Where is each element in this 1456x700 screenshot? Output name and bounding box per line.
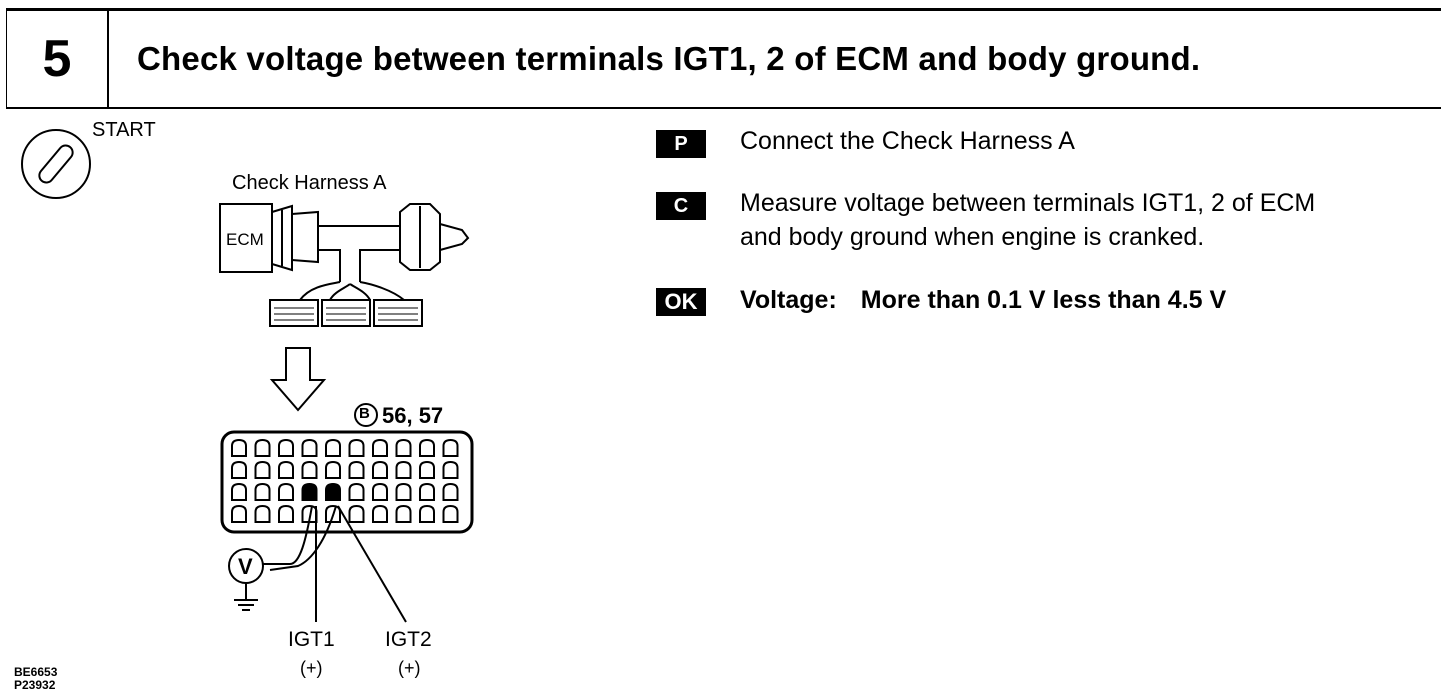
igt2-pin bbox=[325, 482, 341, 501]
ecm-connector bbox=[220, 430, 474, 534]
igt1-pin bbox=[301, 482, 318, 501]
connector-pin bbox=[372, 460, 388, 479]
connector-ref: 56, 57 bbox=[382, 403, 444, 428]
connector-pin bbox=[231, 438, 247, 457]
connector-pin bbox=[278, 438, 294, 457]
connector-pin bbox=[231, 482, 247, 501]
connector-pin bbox=[254, 460, 271, 479]
igt2-label: IGT2 bbox=[385, 628, 432, 651]
down-arrow bbox=[269, 347, 327, 412]
figure-code-2: P23932 bbox=[14, 678, 56, 692]
connector-ref-symbol: B bbox=[359, 405, 370, 422]
connector-pin bbox=[231, 504, 247, 523]
ok-value: More than 0.1 V less than 4.5 V bbox=[860, 286, 1227, 314]
connector-pin bbox=[254, 504, 271, 523]
connector-pin bbox=[278, 482, 294, 501]
check-harness-a bbox=[219, 203, 470, 327]
voltmeter-symbol: V bbox=[238, 554, 253, 579]
connector-pin bbox=[348, 460, 365, 479]
instruction-prepare-text: Connect the Check Harness A bbox=[740, 127, 1075, 155]
badge-ok: OK bbox=[656, 288, 706, 316]
connector-pin bbox=[278, 504, 294, 523]
connector-pin bbox=[419, 438, 435, 457]
connector-pin bbox=[254, 482, 271, 501]
connector-ref-circle bbox=[354, 403, 378, 427]
connector-pin bbox=[325, 460, 341, 479]
connector-pin bbox=[372, 482, 388, 501]
connector-pin bbox=[419, 482, 435, 501]
harness-terminal-blocks bbox=[274, 307, 418, 321]
igt1-label: IGT1 bbox=[288, 628, 335, 651]
instruction-check-line1: Measure voltage between terminals IGT1, … bbox=[740, 189, 1316, 217]
connector-pin bbox=[301, 460, 318, 479]
step-title: Check voltage between terminals IGT1, 2 … bbox=[137, 40, 1201, 77]
step-number-box: 5 bbox=[7, 11, 109, 107]
connector-pin bbox=[301, 438, 318, 457]
connector-pin bbox=[348, 438, 365, 457]
instruction-check-line2: and body ground when engine is cranked. bbox=[740, 223, 1205, 251]
ground-symbol bbox=[234, 583, 258, 611]
connector-pin bbox=[231, 460, 247, 479]
start-symbol bbox=[21, 129, 91, 199]
connector-pin bbox=[348, 504, 365, 523]
start-label: START bbox=[92, 119, 156, 141]
figure-code-1: BE6653 bbox=[14, 665, 58, 679]
connector-pin bbox=[395, 438, 412, 457]
ecm-label: ECM bbox=[226, 230, 264, 249]
igt2-polarity: (+) bbox=[398, 658, 421, 678]
connector-pin bbox=[395, 460, 412, 479]
connector-pin bbox=[442, 504, 459, 523]
connector-pin bbox=[278, 460, 294, 479]
probe-wires bbox=[262, 505, 407, 623]
step-header: 5 Check voltage between terminals IGT1, … bbox=[6, 8, 1441, 109]
connector-pin bbox=[442, 460, 459, 479]
connector-pin bbox=[372, 438, 388, 457]
connector-pin bbox=[442, 482, 459, 501]
igt1-polarity: (+) bbox=[300, 658, 323, 678]
step-number: 5 bbox=[42, 30, 72, 88]
connector-pin bbox=[325, 438, 341, 457]
connector-pin bbox=[372, 504, 388, 523]
ok-label: Voltage: bbox=[740, 286, 837, 314]
connector-pin bbox=[395, 504, 412, 523]
connector-pin bbox=[442, 438, 459, 457]
badge-p: P bbox=[656, 130, 706, 158]
connector-pin bbox=[254, 438, 271, 457]
ok-criteria: Voltage: More than 0.1 V less than 4.5 V bbox=[740, 283, 1226, 317]
badge-c: C bbox=[656, 192, 706, 220]
harness-label: Check Harness A bbox=[232, 172, 387, 194]
connector-pin bbox=[395, 482, 412, 501]
connector-pin bbox=[419, 504, 435, 523]
connector-pin bbox=[419, 460, 435, 479]
connector-pin bbox=[348, 482, 365, 501]
